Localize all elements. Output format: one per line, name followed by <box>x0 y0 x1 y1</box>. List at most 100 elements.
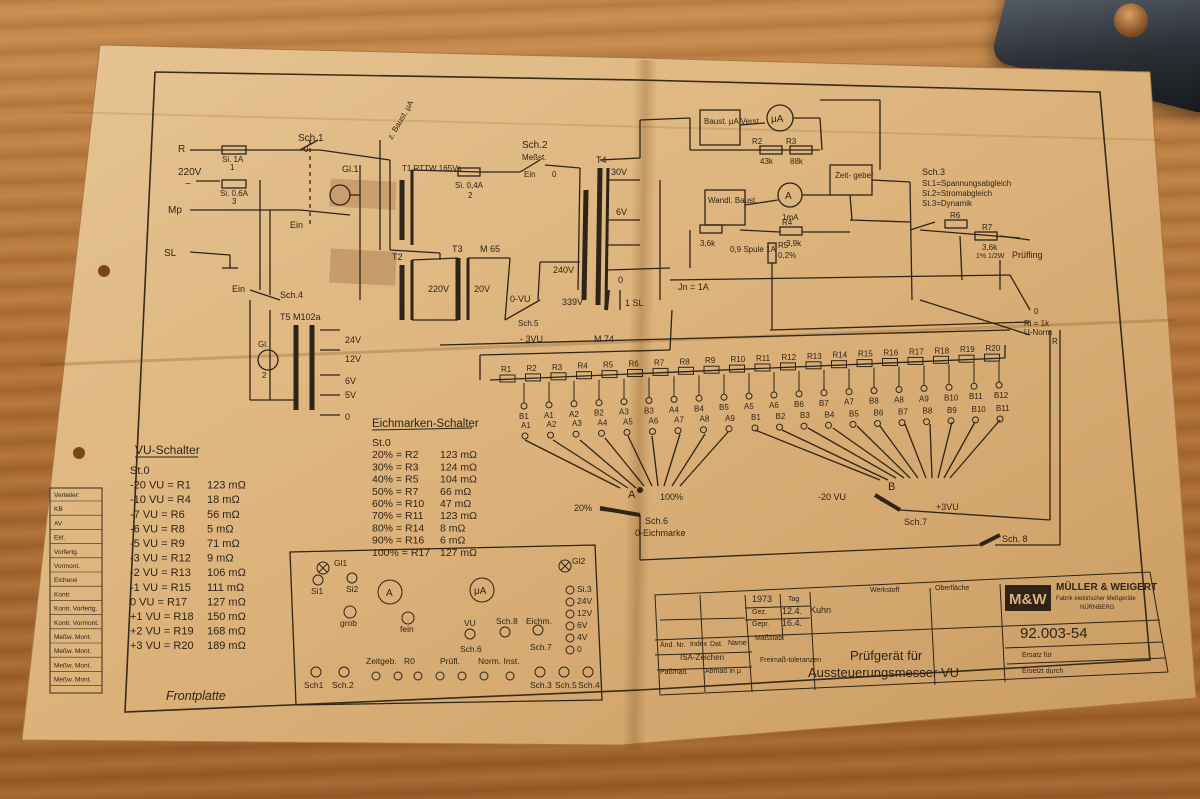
contact-b <box>947 417 955 425</box>
strip-label: KB <box>54 506 63 513</box>
vu-row-key: 0 VU = R17 <box>130 596 187 608</box>
circuit-lines <box>189 99 1061 561</box>
vu-row-key: -7 VU = R6 <box>130 509 185 521</box>
tb-checked-date: 16.4. <box>782 618 802 628</box>
company-logo: M&W <box>1009 591 1047 608</box>
resistor-label: R2 <box>527 364 538 373</box>
resistor <box>780 362 796 371</box>
fp-si1: Si1 <box>311 586 324 596</box>
eichmarken-title: Eichmarken-Schalter <box>372 418 479 430</box>
label-1sl: 1 SL <box>625 298 644 308</box>
fp-pruefl: Prüfl. <box>440 656 460 666</box>
label-t4-0: 0 <box>618 275 623 285</box>
fp-grob: grob <box>340 618 357 628</box>
vu-row-key: -5 VU = R9 <box>130 538 185 550</box>
label-gl2-n: 2 <box>262 371 267 380</box>
label-20pct: 20% <box>574 503 592 513</box>
resistor <box>856 359 873 368</box>
label-r5: R5 <box>778 241 789 250</box>
label-r1v: 3,6k <box>700 239 716 248</box>
label-st1: St.1=Spannungsabgleich <box>922 179 1011 188</box>
label-t2: T2 <box>392 252 403 262</box>
label-t1: T1 RTTW 165Va <box>402 164 462 173</box>
vu-row-key: -10 VU = R4 <box>130 494 191 506</box>
paper <box>21 44 1197 746</box>
fp-norm: Norm. Inst. <box>478 656 520 666</box>
label-sch5: Sch.5 <box>518 319 539 328</box>
tap-label: B1 <box>519 412 529 421</box>
label-240v: 240V <box>553 265 574 275</box>
label-30v: 30V <box>611 167 627 177</box>
fp-meter-ua: μA <box>474 586 487 597</box>
label-r6: R6 <box>950 211 961 220</box>
vu-row-key: -6 VU = R8 <box>130 523 185 535</box>
sch8-wiper <box>979 533 1001 547</box>
resistor-label: R18 <box>935 346 950 355</box>
contact-b-label: B7 <box>898 408 908 417</box>
tap-contact <box>570 400 578 408</box>
vu-row-value: 168 mΩ <box>207 626 246 638</box>
fp-label-0: 0 <box>577 644 582 654</box>
tap-label: B6 <box>794 400 804 409</box>
tap-label: B11 <box>969 392 983 401</box>
resistor-label: R16 <box>884 349 899 358</box>
label-sch2-0: 0 <box>552 170 557 179</box>
tap-contact <box>545 401 553 409</box>
label-n3: 3 <box>232 197 237 206</box>
strip-label: Vorfertg. <box>54 549 79 556</box>
tb-isa: ISA-Zeichen <box>680 653 724 662</box>
label-sch7: Sch.7 <box>904 517 927 527</box>
contact-b <box>800 422 808 430</box>
company-name: MÜLLER & WEIGERT <box>1056 580 1157 593</box>
contact-b <box>972 416 979 424</box>
resistor-label: R4 <box>578 362 589 371</box>
fp-label-24v: 24V <box>577 596 592 606</box>
strip-label: Meßw. Mont. <box>54 662 91 669</box>
resistor <box>550 372 567 381</box>
label-r2: R2 <box>752 137 763 146</box>
distribution-strip: Verteiler:KBAVEkf.Vorfertg.Vormont.Eiche… <box>49 487 103 694</box>
label-m65: M 65 <box>480 244 500 254</box>
strip-label: AV <box>54 520 63 527</box>
resistor <box>499 374 516 383</box>
label-6v: 6V <box>616 207 627 217</box>
resistor-label: R11 <box>756 354 771 363</box>
eich-row-value: 104 mΩ <box>440 474 477 486</box>
strip-label: Meßw. Mont. <box>54 634 91 641</box>
contact-a-label: A2 <box>547 420 557 429</box>
resistor-label: R12 <box>782 353 797 362</box>
resistor <box>678 366 694 375</box>
label-20v: 20V <box>474 284 490 294</box>
tap-contact <box>995 381 1003 389</box>
eich-row-value: 47 mΩ <box>440 498 471 510</box>
contact-a <box>725 425 733 433</box>
resistor-label: R19 <box>960 345 975 354</box>
vu-row-key: +2 VU = R19 <box>130 626 194 638</box>
label-n1: 1 <box>230 163 235 172</box>
strip-label: Kontr. Vorfertg. <box>54 606 98 613</box>
resistor <box>933 355 949 364</box>
tb-name: Name <box>728 640 747 647</box>
label-b: B <box>888 481 895 493</box>
tap-contact <box>870 387 878 395</box>
vu-row-key: -2 VU = R13 <box>130 567 191 579</box>
sch7-wiper <box>873 493 902 512</box>
strip-label: Kontr. Vormont. <box>54 620 99 627</box>
resistor-label: R5 <box>603 361 614 370</box>
vu-row-key: +1 VU = R18 <box>130 611 194 623</box>
tap-contact <box>695 394 703 402</box>
label-sch1: Sch.1 <box>298 133 324 144</box>
eich-row-key: 80% = R14 <box>372 522 424 534</box>
punch-hole <box>98 265 110 277</box>
contact-a <box>521 432 529 440</box>
tap-label: A4 <box>669 405 679 414</box>
resistor-label: R3 <box>552 363 563 372</box>
tap-label: B8 <box>869 397 879 406</box>
contact-a-label: A6 <box>649 417 659 426</box>
resistor <box>831 360 847 369</box>
contact-a <box>623 428 631 436</box>
vu-row-value: 18 mΩ <box>207 494 240 506</box>
